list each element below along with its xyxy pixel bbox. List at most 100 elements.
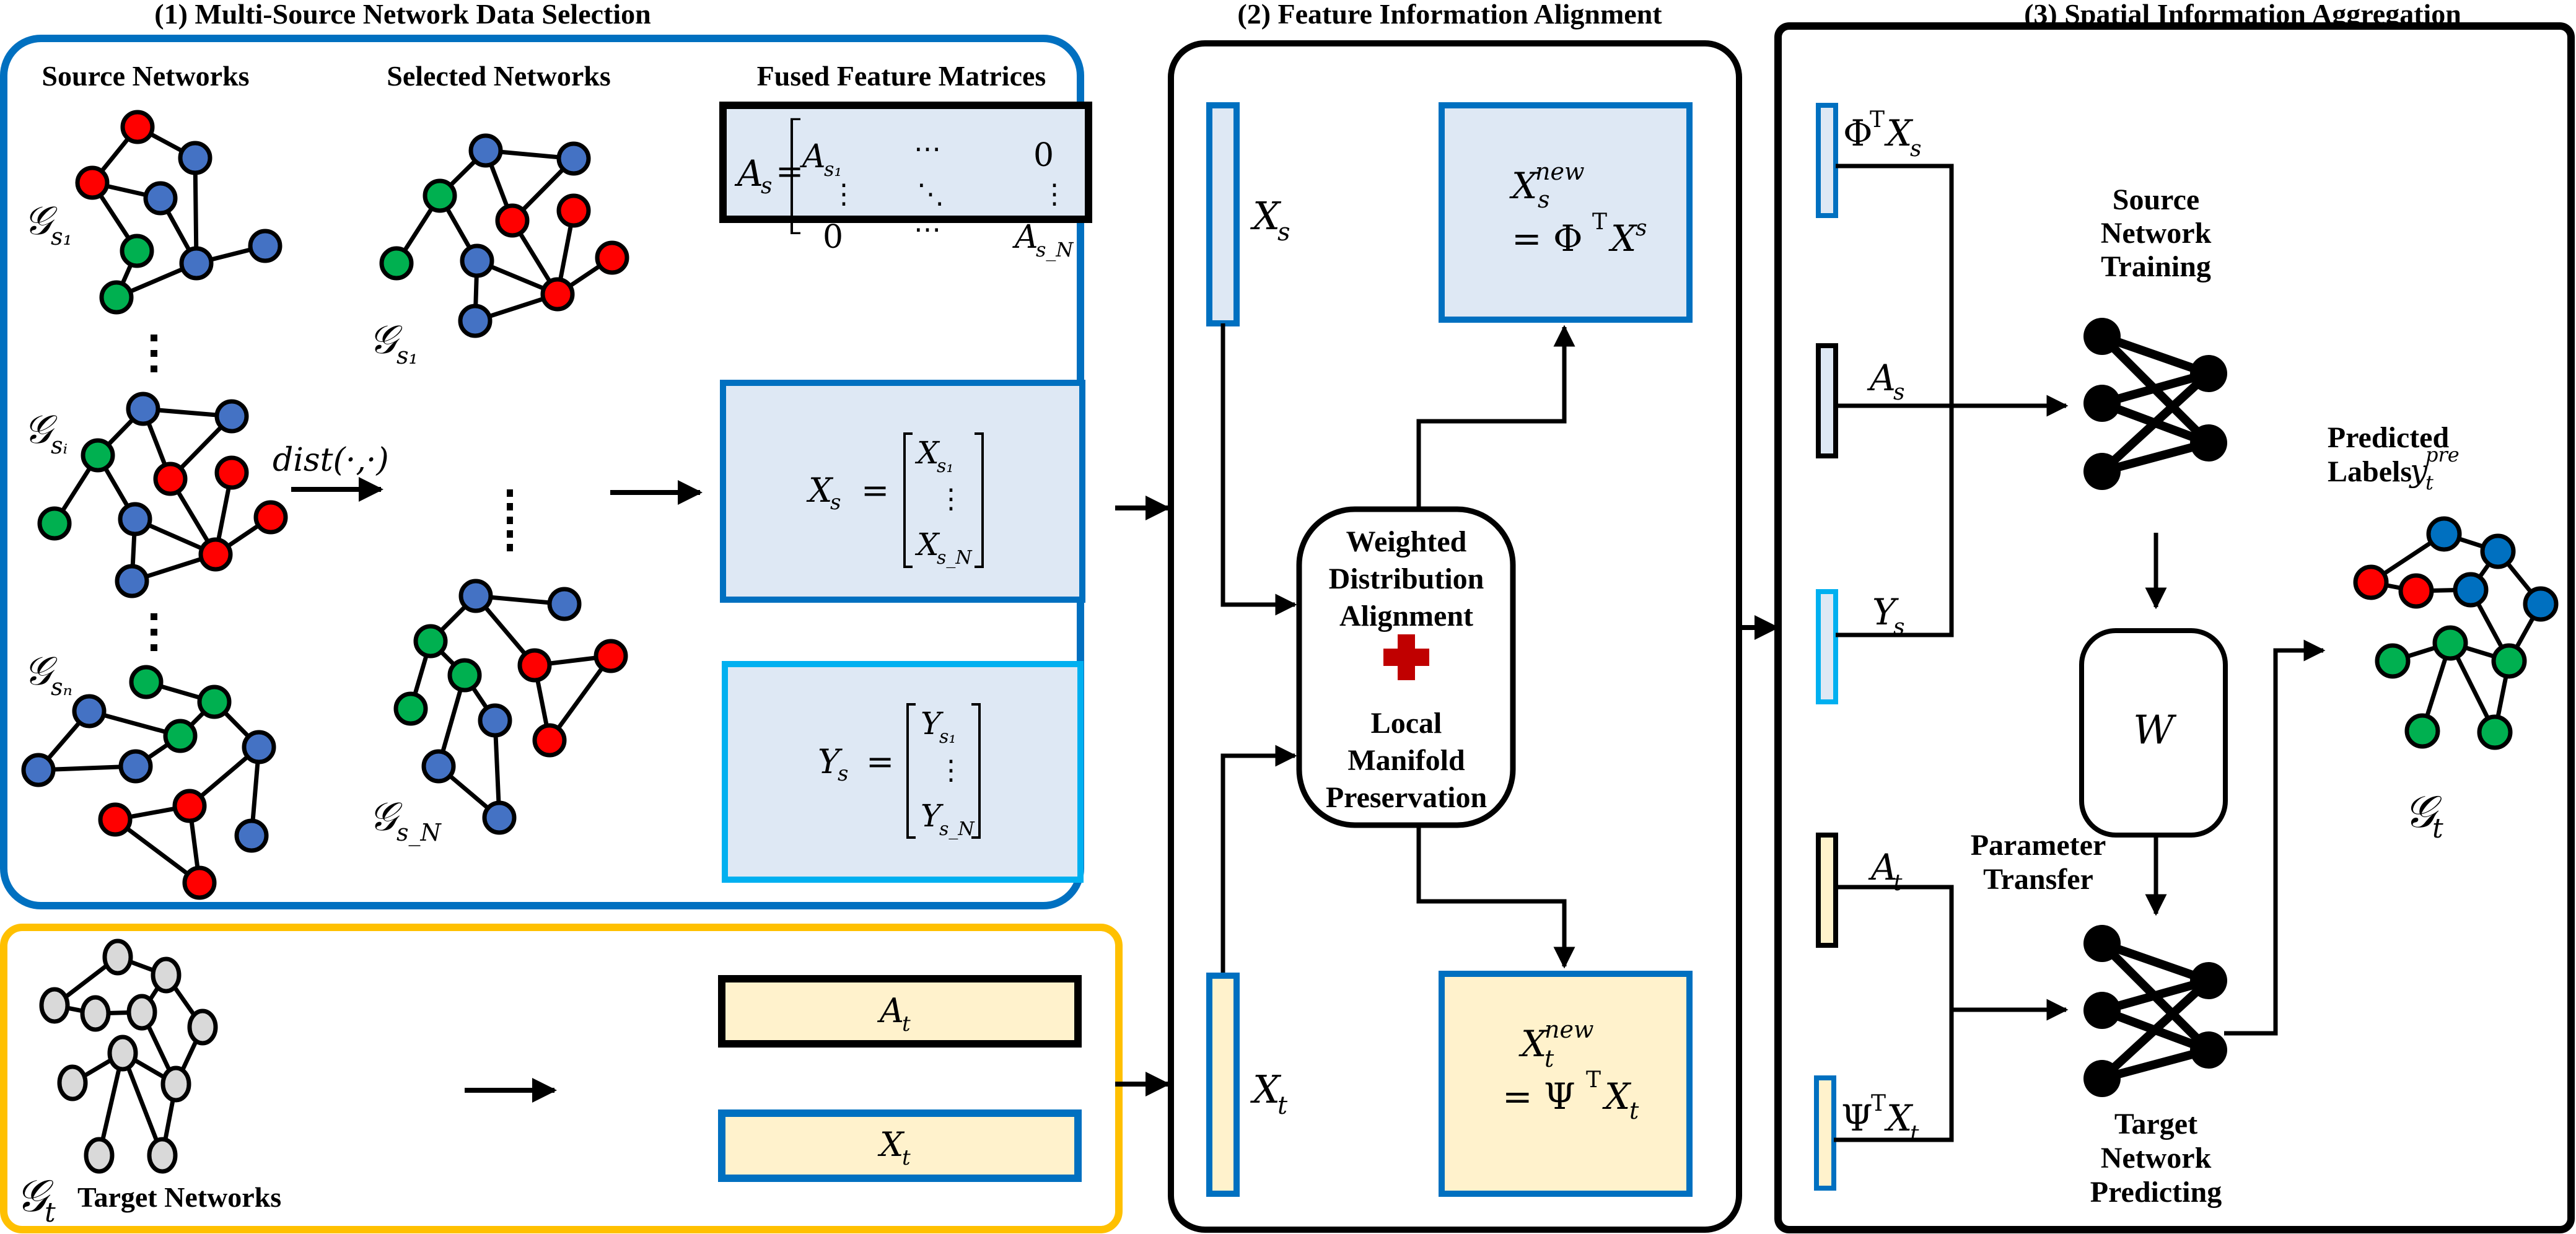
- svg-text:X: X: [877, 1125, 905, 1164]
- graph-node: [2353, 564, 2389, 600]
- graph-node: [393, 691, 428, 726]
- At-vector: [1816, 833, 1838, 948]
- graph-node: [2523, 586, 2559, 622]
- svg-text:Y: Y: [818, 742, 843, 781]
- graph-node: [468, 133, 503, 168]
- svg-text:s₁: s₁: [824, 157, 842, 181]
- svg-text:A: A: [877, 991, 904, 1030]
- svg-text:= Φ: = Φ: [1512, 217, 1583, 260]
- graph-node: [72, 694, 107, 729]
- graph-node: [556, 193, 591, 228]
- graph-node: [129, 665, 164, 699]
- svg-text:Preservation: Preservation: [1326, 781, 1487, 814]
- svg-text:X: X: [1250, 1067, 1282, 1112]
- svg-text:X: X: [806, 471, 834, 510]
- graph-node: [178, 141, 212, 175]
- Xs-vector: [1206, 102, 1240, 326]
- svg-text:Predicted: Predicted: [2328, 421, 2450, 454]
- svg-text:⋮: ⋮: [1041, 178, 1068, 210]
- graph-selected-1: [379, 133, 629, 338]
- svg-text:0: 0: [823, 219, 843, 256]
- svg-text:t: t: [2425, 471, 2434, 494]
- svg-text:s₁: s₁: [939, 726, 956, 748]
- svg-text:Training: Training: [2101, 250, 2211, 283]
- graph-node: [179, 246, 214, 281]
- graph-edge: [193, 157, 199, 264]
- phi-Xs-label: Φ T X s: [1843, 107, 1921, 162]
- psi-Xt-vector: [1814, 1075, 1836, 1191]
- graph-node: [556, 141, 591, 176]
- svg-text:t: t: [1910, 1121, 1919, 1147]
- svg-text:=: =: [866, 742, 894, 781]
- svg-text:Weighted: Weighted: [1346, 525, 1467, 558]
- graph-node: [458, 304, 493, 338]
- W-label: W: [2133, 707, 2177, 753]
- svg-text:Target Networks: Target Networks: [77, 1181, 281, 1213]
- svg-text:Predicting: Predicting: [2090, 1176, 2222, 1209]
- svg-text:A: A: [1867, 357, 1896, 399]
- graph-node: [84, 1137, 115, 1174]
- graph-node: [595, 240, 629, 275]
- svg-text:X: X: [1509, 165, 1539, 207]
- Xt-new-box: [1439, 971, 1693, 1197]
- graph-node: [2398, 573, 2434, 609]
- gt-label: 𝒢 t: [2404, 785, 2443, 844]
- svg-text:T: T: [1586, 1067, 1601, 1093]
- label-gs1: 𝒢 s₁: [24, 198, 72, 250]
- matrix-As-box: [719, 102, 1092, 223]
- col-selected-networks: Selected Networks: [387, 60, 611, 92]
- svg-text:s: s: [830, 490, 841, 515]
- svg-text:t: t: [1544, 1045, 1554, 1072]
- label-selected-gs1: 𝒢 s₁: [369, 317, 418, 369]
- svg-text:t: t: [1893, 870, 1903, 896]
- svg-text:0: 0: [1033, 137, 1054, 174]
- graph-node: [2404, 713, 2440, 749]
- neural-network-icon-target: [2083, 925, 2227, 1097]
- wire-block-to-Xsnew: [1416, 325, 1575, 509]
- svg-text:X: X: [914, 435, 940, 471]
- Xs-new-formula: X s new = Φ T X s: [1509, 158, 1647, 260]
- graph-node: [2426, 516, 2462, 552]
- svg-text:t: t: [902, 1145, 911, 1170]
- svg-text:Network: Network: [2101, 217, 2212, 250]
- graph-node: [172, 789, 207, 823]
- graph-node: [242, 730, 276, 764]
- graph-node: [118, 749, 153, 784]
- graph-node: [214, 399, 249, 434]
- phi-Xs-vector: [1816, 103, 1838, 218]
- graph-node: [147, 1137, 178, 1174]
- graph-node: [478, 703, 512, 738]
- graph-node: [153, 462, 188, 496]
- nn-neuron: [2083, 1060, 2121, 1097]
- graph-node: [460, 243, 494, 278]
- graph-node: [143, 181, 178, 216]
- graph-node: [160, 1066, 191, 1103]
- graph-edge: [548, 654, 613, 742]
- svg-text:Labels: Labels: [2328, 455, 2412, 488]
- graph-node: [2432, 625, 2468, 661]
- matrix-Xs-box: [720, 380, 1085, 603]
- dist-label: dist(·,·): [273, 442, 389, 479]
- svg-text:y: y: [2409, 453, 2428, 489]
- graph-node: [198, 537, 233, 572]
- svg-text:⋯: ⋯: [914, 133, 941, 165]
- svg-text:pre: pre: [2425, 443, 2460, 466]
- graph-node: [532, 723, 567, 758]
- graph-node: [248, 229, 283, 263]
- psi-Xt-label: Ψ T X t: [1841, 1091, 1919, 1147]
- svg-text:t: t: [1277, 1092, 1288, 1120]
- graph-node: [81, 438, 115, 473]
- Ys-vector: [1816, 589, 1838, 704]
- nn-neuron: [2083, 318, 2121, 355]
- nn-edge: [2099, 370, 2212, 475]
- svg-text:s₁: s₁: [396, 342, 418, 369]
- source-training-label: Source Network Training: [2101, 183, 2212, 283]
- svg-text:s_N: s_N: [939, 818, 975, 840]
- svg-text:X: X: [1884, 112, 1914, 154]
- svg-text:Alignment: Alignment: [1339, 600, 1473, 632]
- svg-text:s: s: [1910, 136, 1921, 162]
- svg-text:s: s: [1277, 218, 1290, 247]
- graph-node: [517, 648, 552, 683]
- svg-text:X: X: [1250, 193, 1282, 238]
